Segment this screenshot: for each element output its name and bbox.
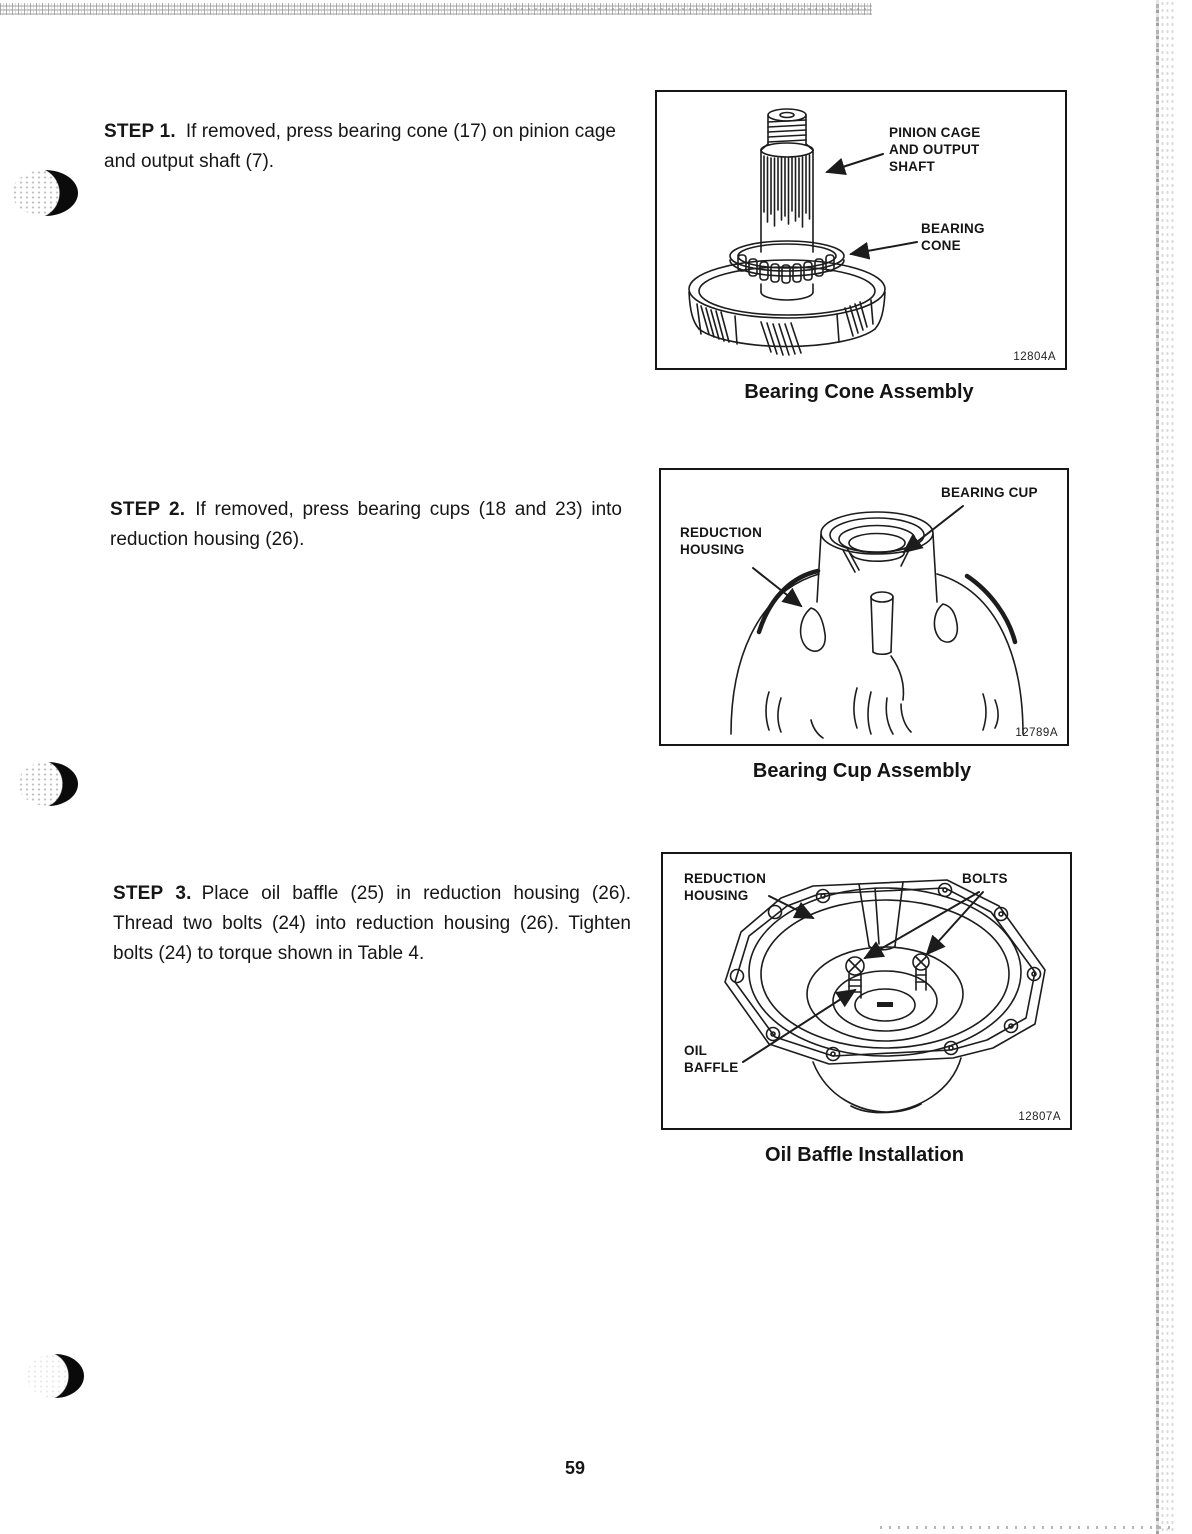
figure-id: 12804A	[1013, 351, 1056, 363]
page-number: 59	[564, 1458, 586, 1478]
step-2-paragraph: STEP 2.If removed, press bearing cups (1…	[110, 495, 622, 555]
scan-noise-top-dots	[500, 8, 870, 10]
figure-caption-oil-baffle-installation: Oil Baffle Installation	[765, 1144, 964, 1166]
binder-hole-mark	[12, 170, 78, 216]
step-3-text: Place oil baffle (25) in reduction housi…	[113, 883, 631, 964]
step-2-text: If removed, press bearing cups (18 and 2…	[110, 499, 622, 550]
label-pinion-cage-and-output-shaft: PINION CAGE AND OUTPUT SHAFT	[889, 125, 981, 174]
step-3-paragraph: STEP 3.Place oil baffle (25) in reductio…	[113, 879, 631, 969]
binder-hole-mark	[26, 1354, 84, 1398]
figure-bearing-cup-assembly: BEARING CUP REDUCTION HOUSING 12789A	[659, 468, 1069, 746]
step-1-label: STEP 1.	[104, 121, 176, 142]
step-2-label: STEP 2.	[110, 499, 186, 520]
bearing-cup-drawing	[730, 505, 1024, 739]
binder-hole-crescent	[18, 762, 78, 806]
scan-noise-right-strip	[1156, 0, 1159, 1534]
step-1-paragraph: STEP 1.If removed, press bearing cone (1…	[104, 117, 616, 177]
label-bearing-cup: BEARING CUP	[941, 485, 1038, 500]
label-oil-baffle: OIL BAFFLE	[684, 1043, 739, 1075]
label-reduction-housing: REDUCTION HOUSING	[680, 525, 763, 557]
label-bolts: BOLTS	[962, 871, 1008, 886]
figure-oil-baffle-installation: REDUCTION HOUSING BOLTS OIL BAFFLE 12807…	[661, 852, 1072, 1130]
binder-hole-crescent	[26, 1354, 84, 1398]
figure-id: 12789A	[1015, 727, 1058, 739]
step-3-label: STEP 3.	[113, 883, 192, 904]
binder-hole-mark	[18, 762, 78, 806]
figure-caption-bearing-cup-assembly: Bearing Cup Assembly	[752, 760, 972, 782]
scan-noise-right-speckle	[1160, 0, 1176, 1534]
label-reduction-housing: REDUCTION HOUSING	[684, 871, 767, 903]
figure-id: 12807A	[1018, 1111, 1061, 1123]
label-bearing-cone: BEARING CONE	[921, 221, 985, 253]
figure-caption-bearing-cone-assembly: Bearing Cone Assembly	[744, 381, 974, 403]
step-1-text: If removed, press bearing cone (17) on p…	[104, 121, 616, 172]
bearing-cone-drawing	[688, 108, 918, 356]
figure-bearing-cone-assembly: PINION CAGE AND OUTPUT SHAFT BEARING CON…	[655, 90, 1067, 370]
oil-baffle-drawing	[724, 879, 1046, 1114]
scan-noise-bottom-dots	[880, 1526, 1172, 1529]
scan-noise-top	[0, 3, 872, 15]
binder-hole-crescent	[12, 170, 78, 216]
